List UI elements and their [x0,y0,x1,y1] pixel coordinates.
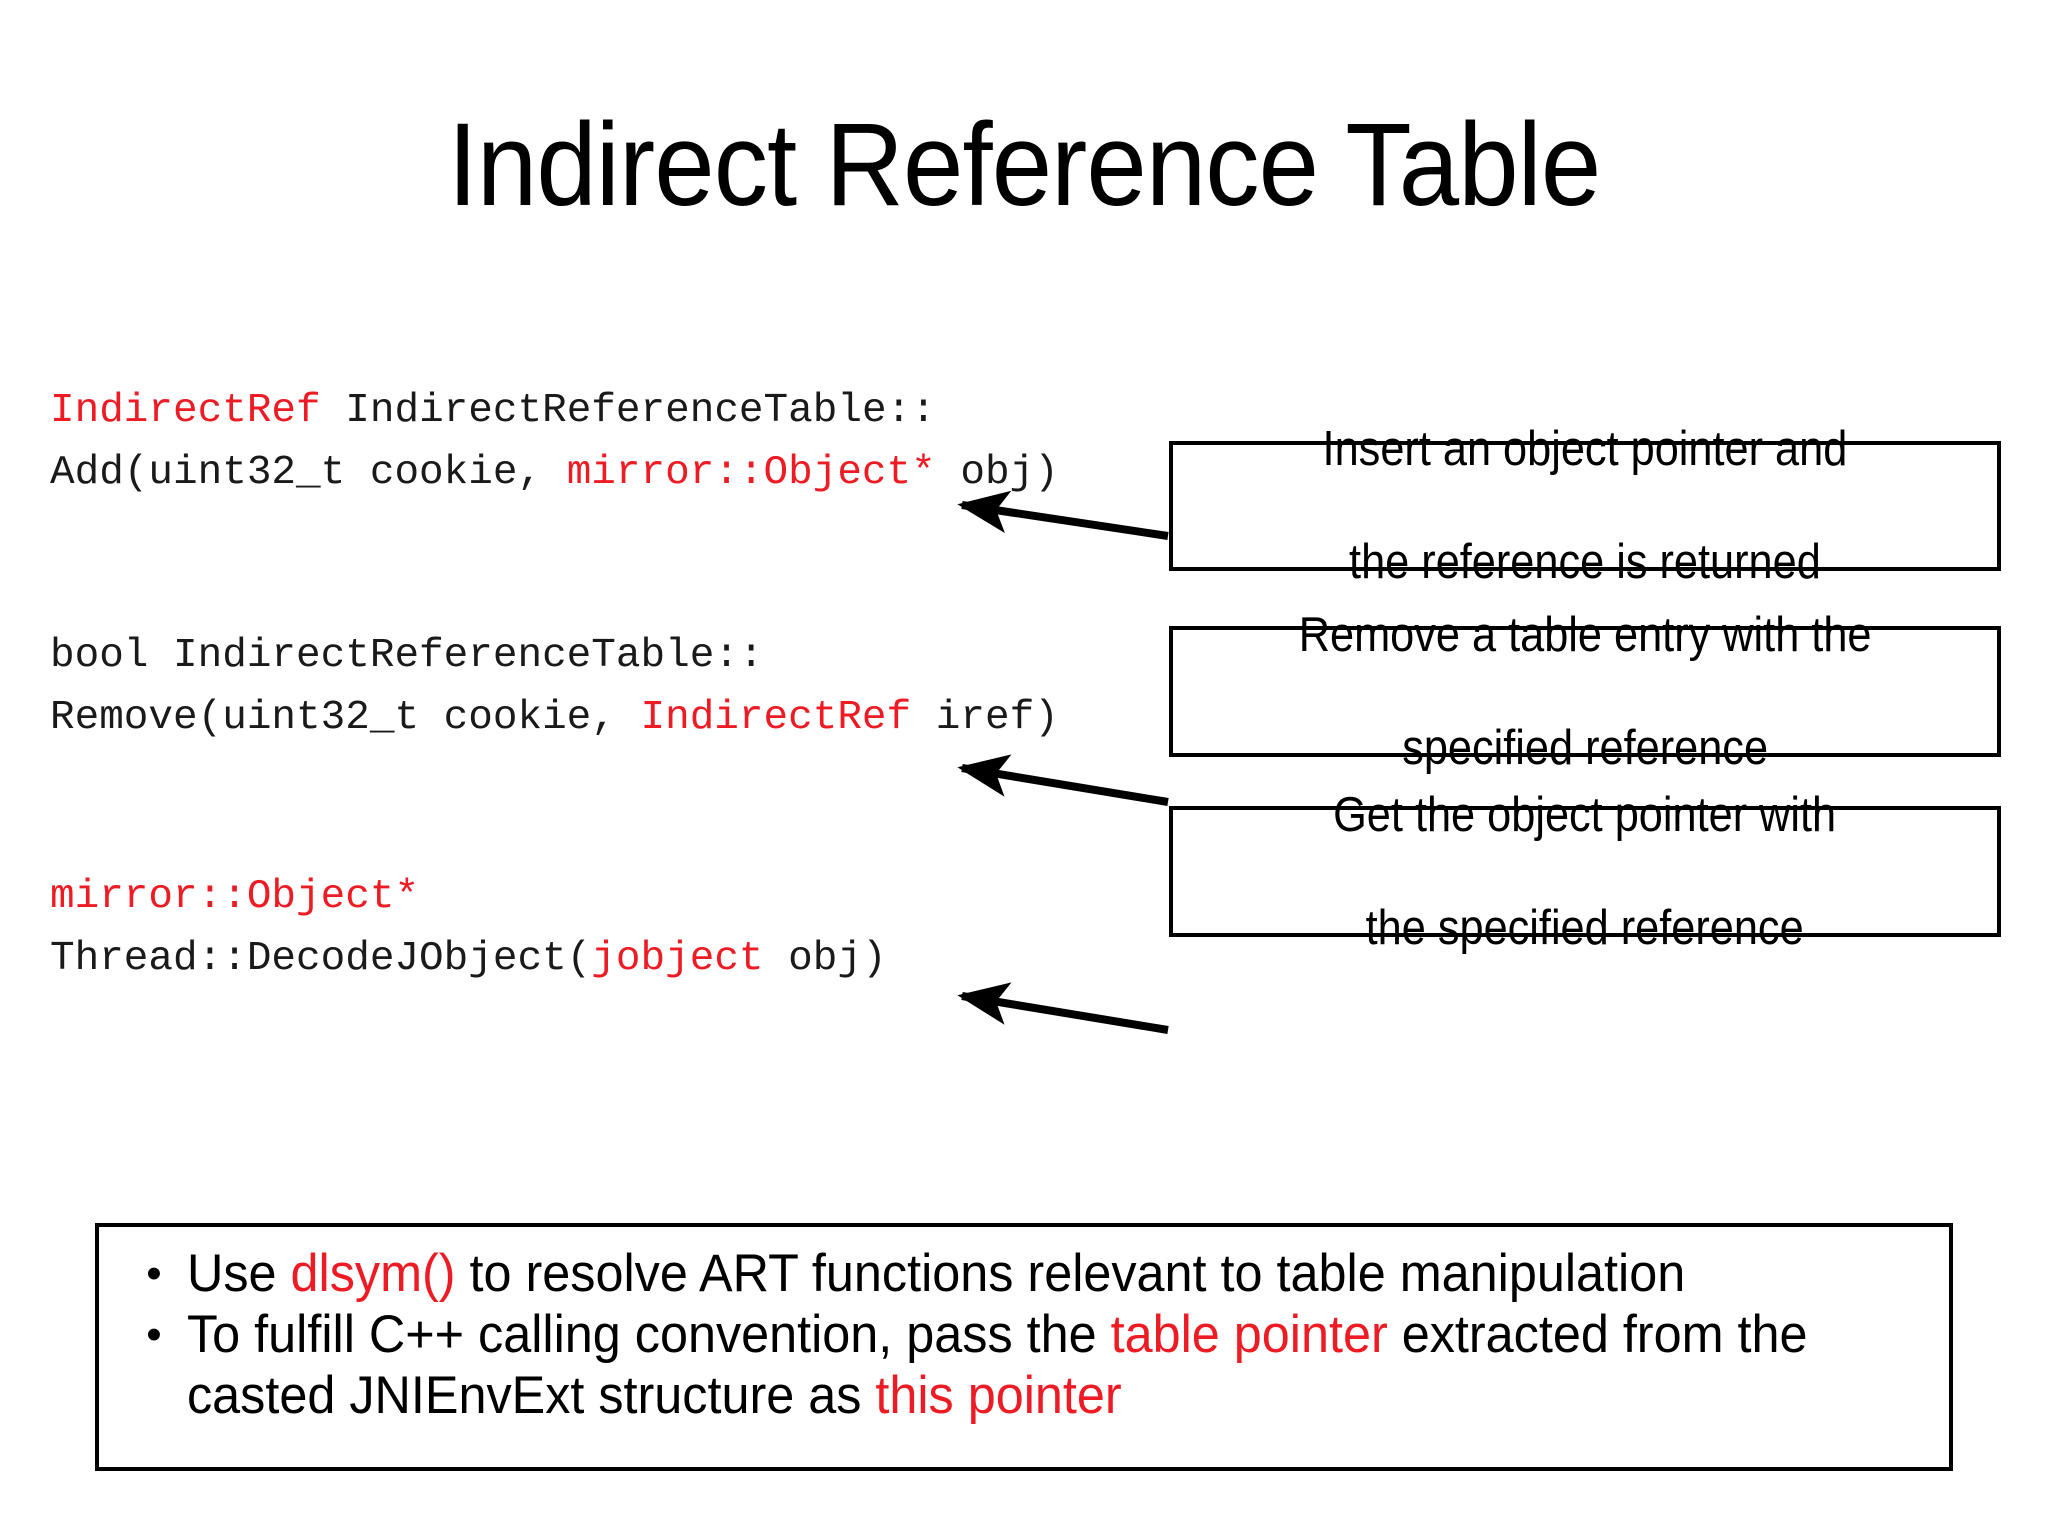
code-token-param-name: iref) [911,695,1059,741]
code-token-return-type: mirror::Object* [50,874,420,920]
code-token-signature: Thread::DecodeJObject( [50,936,592,982]
bullet-segment: To fulfill C++ calling convention, pass … [187,1305,1111,1364]
bullet-highlight: dlsym() [290,1244,456,1303]
code-token-param-type: IndirectRef [640,695,912,741]
bullet-marker-icon: • [146,1310,162,1359]
callout-line-1: Insert an object pointer and [1322,422,1848,477]
callout-line-2: the specified reference [1365,900,1805,955]
code-line: IndirectRef IndirectReferenceTable:: [50,380,1059,442]
callout-line-2: specified reference [1402,720,1768,775]
arrow-remove [957,754,1169,806]
callout-line-1: Remove a table entry with the [1298,607,1872,662]
code-token-param-type: jobject [591,936,764,982]
bullet-text: Use dlsym() to resolve ART functions rel… [187,1243,1840,1304]
code-line: Thread::DecodeJObject(jobject obj) [50,928,887,990]
code-block-decode: mirror::Object* Thread::DecodeJObject(jo… [50,866,887,990]
callout-box-decode: Get the object pointer with the specified… [1169,788,2001,955]
callout-text: Remove a table entry with the specified r… [1280,607,1889,776]
bullet-segment: Use [187,1244,291,1303]
code-token-param-type: mirror::Object* [566,450,936,496]
code-token-class: bool IndirectReferenceTable:: [50,633,764,679]
callout-line-1: Get the object pointer with [1333,787,1837,842]
code-token-param-name: obj) [935,450,1059,496]
summary-bullet-box: • Use dlsym() to resolve ART functions r… [95,1223,1953,1471]
callout-text: Insert an object pointer and the referenc… [1306,421,1864,590]
bullet-segment: extracted from the casted JNIEnvExt stru… [187,1305,1808,1425]
code-block-add: IndirectRef IndirectReferenceTable:: Add… [50,380,1059,504]
code-line: bool IndirectReferenceTable:: [50,625,1059,687]
callout-line-2: the reference is returned [1349,535,1821,590]
callout-text: Get the object pointer with the specified… [1317,787,1852,956]
bullet-segment: to resolve ART functions relevant to tab… [455,1244,1686,1303]
arrow-add [957,490,1169,540]
code-line: mirror::Object* [50,866,887,928]
bullet-marker-icon: • [146,1249,162,1298]
list-item: • To fulfill C++ calling convention, pas… [121,1304,1927,1426]
callout-box-remove: Remove a table entry with the specified r… [1169,608,2001,775]
code-token-class: IndirectReferenceTable:: [320,388,936,434]
code-line: Remove(uint32_t cookie, IndirectRef iref… [50,687,1059,749]
callout-box-add: Insert an object pointer and the referenc… [1169,422,2001,589]
code-token-signature: Add(uint32_t cookie, [50,450,567,496]
bullet-text: To fulfill C++ calling convention, pass … [187,1304,1840,1426]
code-token-signature: Remove(uint32_t cookie, [50,695,641,741]
bullet-highlight: table pointer [1110,1305,1388,1364]
code-token-param-name: obj) [763,936,887,982]
arrow-decode [957,982,1169,1034]
code-token-return-type: IndirectRef [50,388,321,434]
code-line: Add(uint32_t cookie, mirror::Object* obj… [50,442,1059,504]
bullet-highlight: this pointer [875,1366,1122,1425]
page-title: Indirect Reference Table [447,99,1602,231]
code-block-remove: bool IndirectReferenceTable:: Remove(uin… [50,625,1059,749]
list-item: • Use dlsym() to resolve ART functions r… [121,1243,1927,1304]
